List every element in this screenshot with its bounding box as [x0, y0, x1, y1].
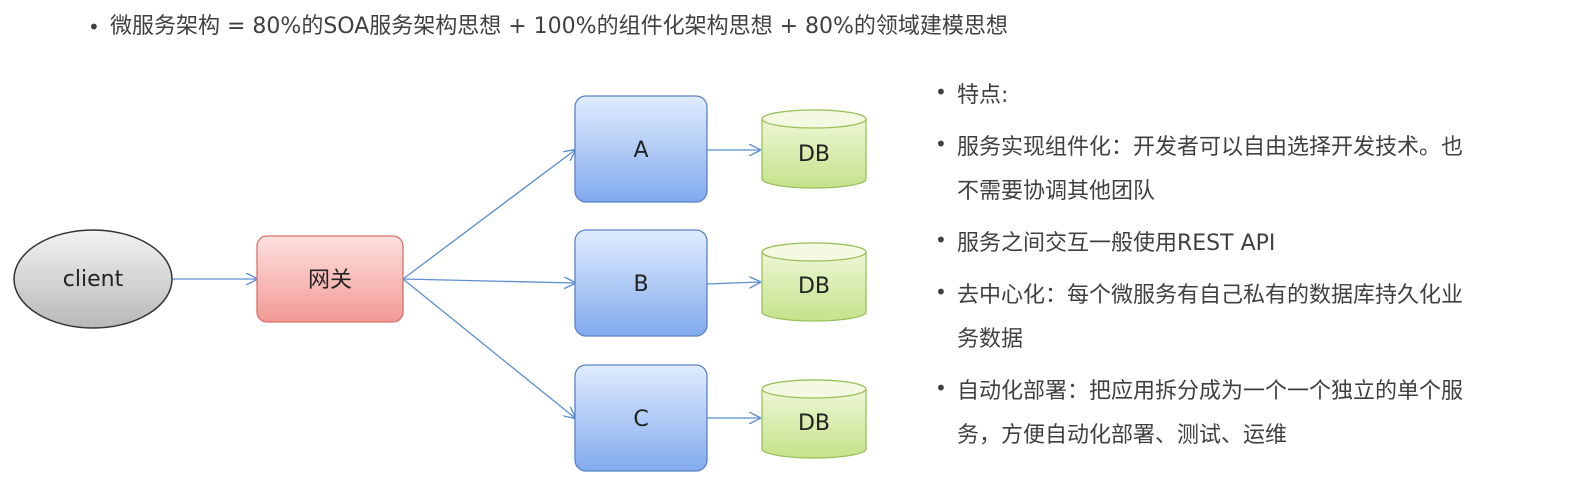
database-a-cylinder: DB	[761, 109, 867, 189]
database-c-cylinder: DB	[761, 379, 867, 459]
service-b-to-db-arrow	[706, 282, 760, 284]
bullet-dot: •	[935, 280, 947, 304]
service-a-label: A	[633, 138, 648, 163]
database-b-label: DB	[798, 274, 830, 299]
service-b-label: B	[633, 272, 648, 297]
architecture-formula-text: 微服务架构 = 80%的SOA服务架构思想 + 100%的组件化架构思想 + 8…	[110, 14, 1008, 39]
database-b-cylinder: DB	[761, 242, 867, 322]
feature-item-componentization: • 服务实现组件化：开发者可以自由选择开发技术。也 不需要协调其他团队	[935, 126, 1555, 214]
bullet-dot: •	[935, 132, 947, 156]
features-heading-bullet: • 特点:	[935, 74, 1555, 118]
gateway-to-service-a-arrow	[402, 150, 575, 280]
client-node: client	[13, 229, 173, 329]
feature-line: 自动化部署：把应用拆分成为一个一个独立的单个服	[957, 379, 1464, 404]
service-c-label: C	[633, 407, 648, 432]
service-b-node: B	[574, 229, 708, 337]
bullet-dot: •	[935, 80, 947, 104]
gateway-label: 网关	[308, 268, 352, 293]
feature-item-decentralization: • 去中心化：每个微服务有自己私有的数据库持久化业 务数据	[935, 274, 1555, 362]
database-c-label: DB	[798, 411, 830, 436]
feature-line: 不需要协调其他团队	[957, 179, 1156, 204]
features-heading: 特点:	[957, 83, 1009, 108]
client-label: client	[63, 267, 124, 292]
gateway-to-service-c-arrow	[402, 278, 575, 418]
bullet-dot: •	[935, 376, 947, 400]
bullet-dot: •	[935, 228, 947, 252]
feature-line: 服务实现组件化：开发者可以自由选择开发技术。也	[957, 135, 1464, 160]
feature-line: 服务之间交互一般使用REST API	[957, 231, 1276, 256]
bullet-dot: •	[88, 15, 100, 39]
database-a-label: DB	[798, 142, 830, 167]
features-list: • 特点: • 服务实现组件化：开发者可以自由选择开发技术。也 不需要协调其他团…	[935, 74, 1555, 466]
feature-item-rest-api: • 服务之间交互一般使用REST API	[935, 222, 1555, 266]
gateway-to-service-b-arrow	[402, 279, 575, 283]
feature-item-automated-deployment: • 自动化部署：把应用拆分成为一个一个独立的单个服 务，方便自动化部署、测试、运…	[935, 370, 1555, 458]
feature-line: 务，方便自动化部署、测试、运维	[957, 423, 1288, 448]
feature-line: 去中心化：每个微服务有自己私有的数据库持久化业	[957, 283, 1464, 308]
gateway-node: 网关	[256, 235, 404, 323]
service-a-node: A	[574, 95, 708, 203]
architecture-formula-bullet: • 微服务架构 = 80%的SOA服务架构思想 + 100%的组件化架构思想 +…	[88, 9, 1008, 45]
service-c-node: C	[574, 364, 708, 472]
feature-line: 务数据	[957, 327, 1024, 352]
